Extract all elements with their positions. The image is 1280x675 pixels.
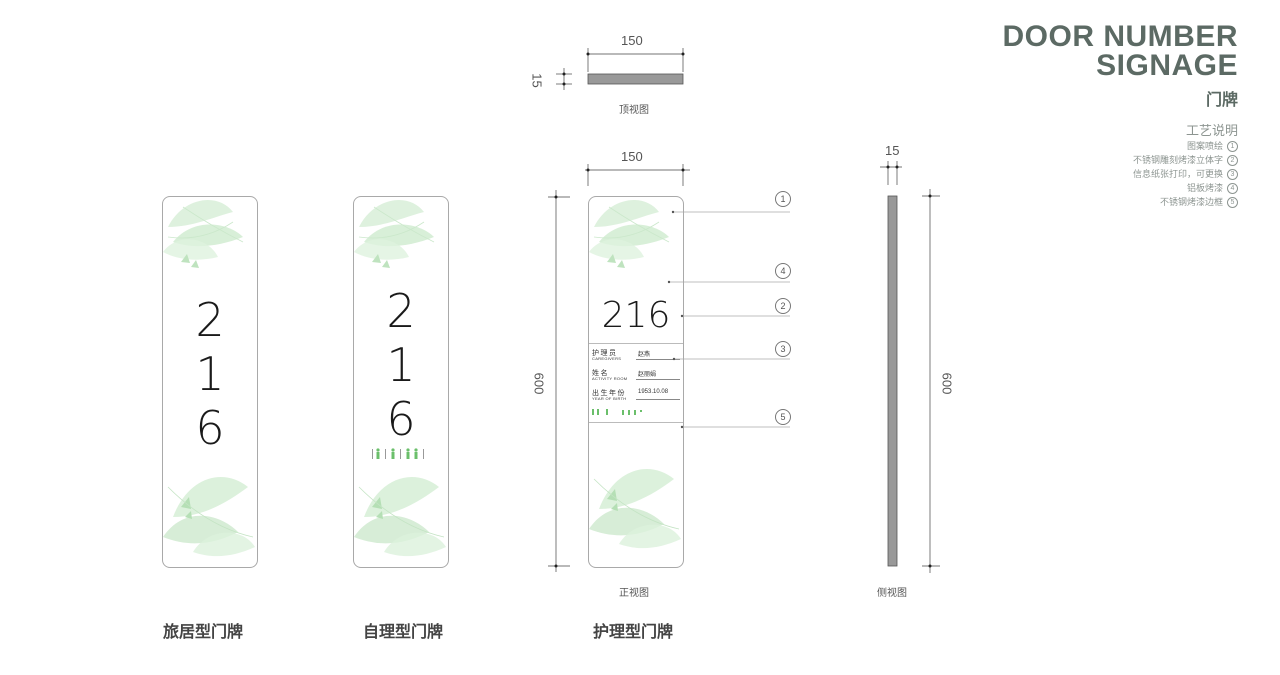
header-subtitle: 门牌: [1205, 92, 1238, 109]
callout-5: 5: [775, 409, 791, 425]
resident-icons: [372, 448, 424, 459]
sign-selfcare-panel: 2 1 6: [353, 196, 449, 568]
info-row-caregiver: 护理员 CAREGIVERS 赵燕: [592, 348, 680, 368]
dimension-front-height: 600: [531, 372, 547, 395]
room-number-vertical: 2 1 6: [386, 284, 416, 446]
dimension-front-width: 150: [621, 149, 643, 164]
view-label-side: 侧视图: [877, 588, 907, 599]
callout-3: 3: [775, 341, 791, 357]
info-row-name: 姓名 ACTIVITY ROOM 赵丽娟: [592, 368, 680, 388]
info-card: 护理员 CAREGIVERS 赵燕 姓名 ACTIVITY ROOM 赵丽娟 出…: [589, 343, 683, 423]
leaf-pattern-bottom: [163, 476, 256, 557]
room-number-vertical: 2 1 6: [195, 293, 225, 455]
leaf-pattern-bottom: [354, 476, 447, 557]
callout-1: 1: [775, 191, 791, 207]
callout-leaders: [667, 210, 790, 429]
leaf-pattern-bottom: [589, 468, 682, 549]
side-view-drawing: [880, 161, 940, 573]
title-line-1: DOOR NUMBER: [1002, 20, 1238, 53]
leaf-pattern-top: [163, 199, 244, 269]
callout-4: 4: [775, 263, 791, 279]
front-dimension-lines: [548, 164, 690, 572]
dimension-side-height: 600: [939, 372, 955, 395]
resident-icons: [592, 409, 642, 415]
top-view-drawing: [556, 48, 685, 90]
caption-nursing: 护理型门牌: [593, 624, 674, 641]
callout-2: 2: [775, 298, 791, 314]
caption-selfcare: 自理型门牌: [363, 624, 444, 641]
room-number-horizontal: 216: [601, 295, 671, 336]
info-row-birth: 出生年份 YEAR OF BIRTH 1953.10.08: [592, 388, 680, 408]
sign-nursing-panel: 216 护理员 CAREGIVERS 赵燕 姓名 ACTIVITY ROOM 赵…: [588, 196, 684, 568]
view-label-front: 正视图: [619, 588, 649, 599]
notes-title: 工艺说明: [1185, 123, 1238, 138]
dimension-top-width: 150: [621, 33, 643, 48]
view-label-top: 顶视图: [619, 105, 649, 116]
sign-travel-panel: 2 1 6: [162, 196, 258, 568]
title-line-2: SIGNAGE: [1096, 49, 1238, 82]
dimension-side-thickness: 15: [885, 143, 900, 158]
header-title: DOOR NUMBER SIGNAGE: [1002, 20, 1239, 82]
dimension-top-thickness: 15: [529, 73, 545, 88]
caption-travel: 旅居型门牌: [163, 624, 244, 641]
leaf-pattern-top: [354, 199, 435, 269]
